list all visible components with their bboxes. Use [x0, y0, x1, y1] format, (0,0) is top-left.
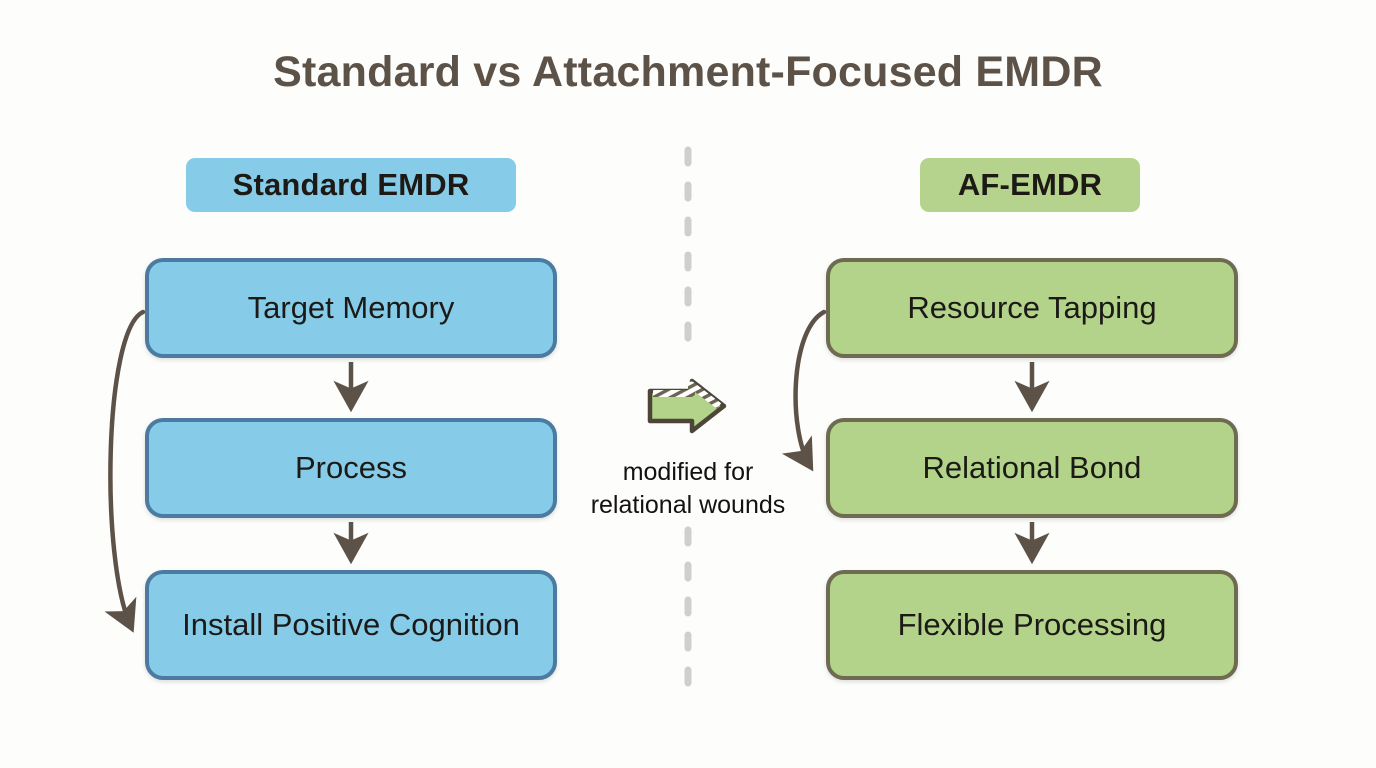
- arrow-resource-to-bond-loop: [781, 309, 827, 472]
- node-relational-bond-label: Relational Bond: [922, 450, 1142, 486]
- node-install-positive-cognition-label: Install Positive Cognition: [182, 607, 520, 643]
- page-title: Standard vs Attachment-Focused EMDR: [273, 48, 1103, 96]
- column-header-af-emdr: AF-EMDR: [920, 158, 1140, 212]
- center-caption: modified for relational wounds: [566, 456, 810, 522]
- block-arrow-right-icon: [647, 378, 727, 434]
- center-caption-line-2: relational wounds: [590, 491, 786, 519]
- node-process-label: Process: [295, 450, 407, 486]
- node-target-memory-label: Target Memory: [247, 290, 455, 326]
- node-flexible-processing: Flexible Processing: [826, 570, 1238, 680]
- node-target-memory: Target Memory: [145, 258, 557, 358]
- node-relational-bond: Relational Bond: [826, 418, 1238, 518]
- arrow-target-to-install-loop: [104, 309, 146, 633]
- column-header-standard-emdr: Standard EMDR: [186, 158, 516, 212]
- node-resource-tapping: Resource Tapping: [826, 258, 1238, 358]
- center-caption-line-1: modified for: [622, 458, 754, 486]
- node-process: Process: [145, 418, 557, 518]
- node-install-positive-cognition: Install Positive Cognition: [145, 570, 557, 680]
- node-resource-tapping-label: Resource Tapping: [907, 290, 1157, 326]
- node-flexible-processing-label: Flexible Processing: [897, 607, 1167, 643]
- column-header-af-emdr-label: AF-EMDR: [957, 167, 1103, 202]
- column-header-standard-emdr-label: Standard EMDR: [232, 167, 470, 202]
